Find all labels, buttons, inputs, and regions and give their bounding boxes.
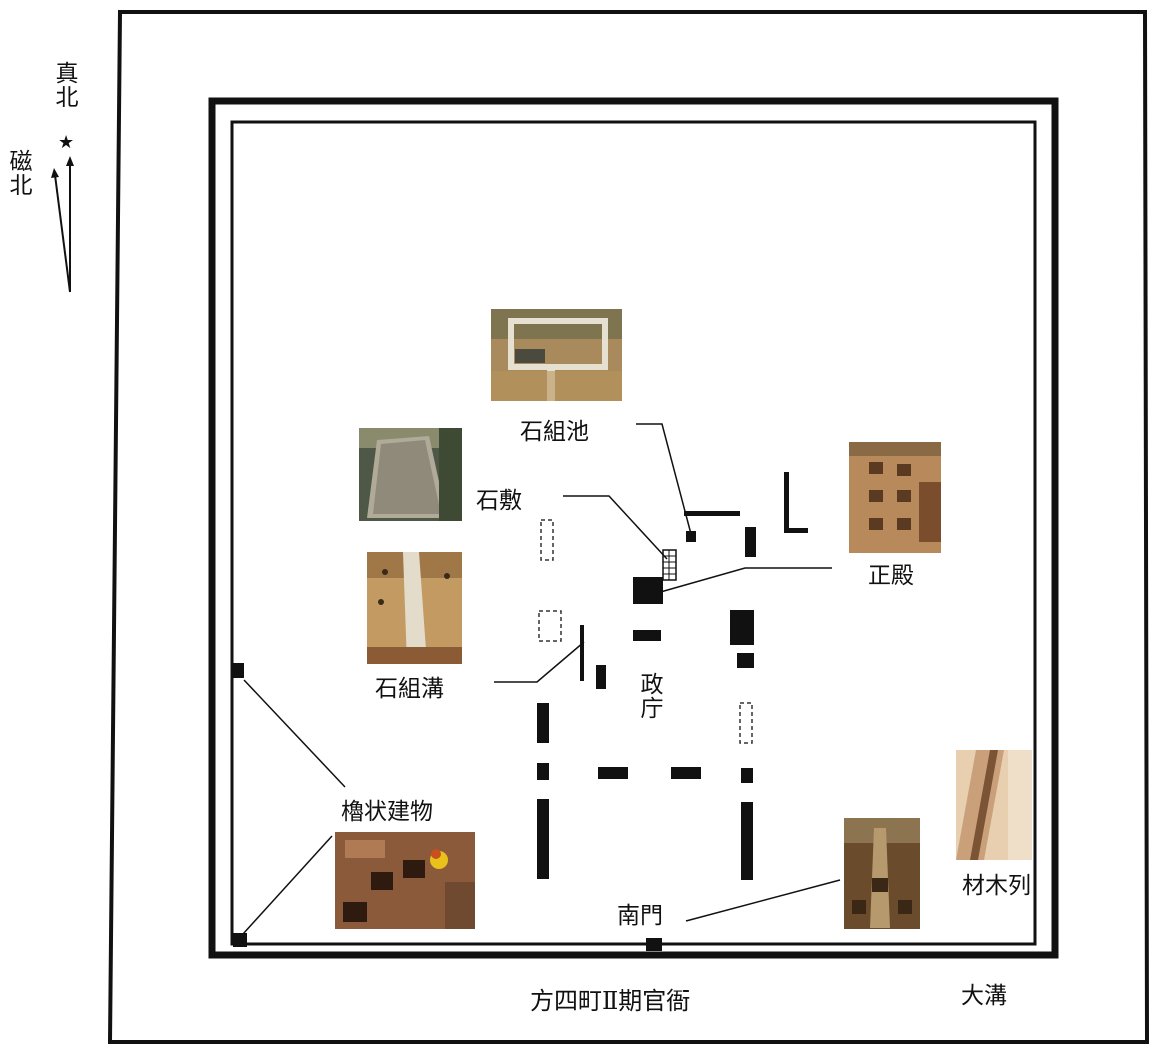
outer-frame	[107, 10, 1150, 1044]
tower-building-south	[233, 933, 247, 947]
main-hall-label: 正殿	[868, 563, 914, 589]
north-arrows	[51, 156, 74, 293]
main-hall-photo	[849, 442, 941, 553]
great-ditch-label: 大溝	[961, 983, 1007, 1009]
stone-pavement-photo	[359, 428, 462, 521]
magnetic-north-label: 磁北	[9, 149, 33, 200]
true-north-label: 真北	[55, 61, 79, 112]
seichou-buildings	[537, 472, 808, 880]
presumed-buildings	[538, 519, 753, 744]
seichou-label: 政庁	[640, 672, 664, 723]
tower-building-north	[231, 663, 244, 678]
timber-row-photo	[956, 750, 1032, 860]
timber-row-label: 材木列	[962, 873, 1031, 899]
leader-lines	[242, 423, 841, 935]
great-ditch-outer	[208, 97, 1059, 959]
star-icon: ★	[58, 132, 75, 153]
stone-ditch-photo	[367, 552, 462, 664]
enclosure-inner-line	[230, 120, 1037, 946]
south-gate-photo	[844, 818, 920, 929]
tower-building-photo	[335, 832, 475, 929]
south-gate-label: 南門	[617, 903, 663, 929]
tower-building-label: 櫓状建物	[341, 799, 433, 825]
stone-pavement-label: 石敷	[476, 488, 522, 514]
south-gate-marker	[646, 938, 662, 951]
stone-ditch-label: 石組溝	[375, 676, 444, 702]
stone-pond-label: 石組池	[520, 419, 589, 445]
stone-pond-photo	[491, 309, 622, 401]
site-caption: 方四町Ⅱ期官衙	[530, 987, 691, 1015]
